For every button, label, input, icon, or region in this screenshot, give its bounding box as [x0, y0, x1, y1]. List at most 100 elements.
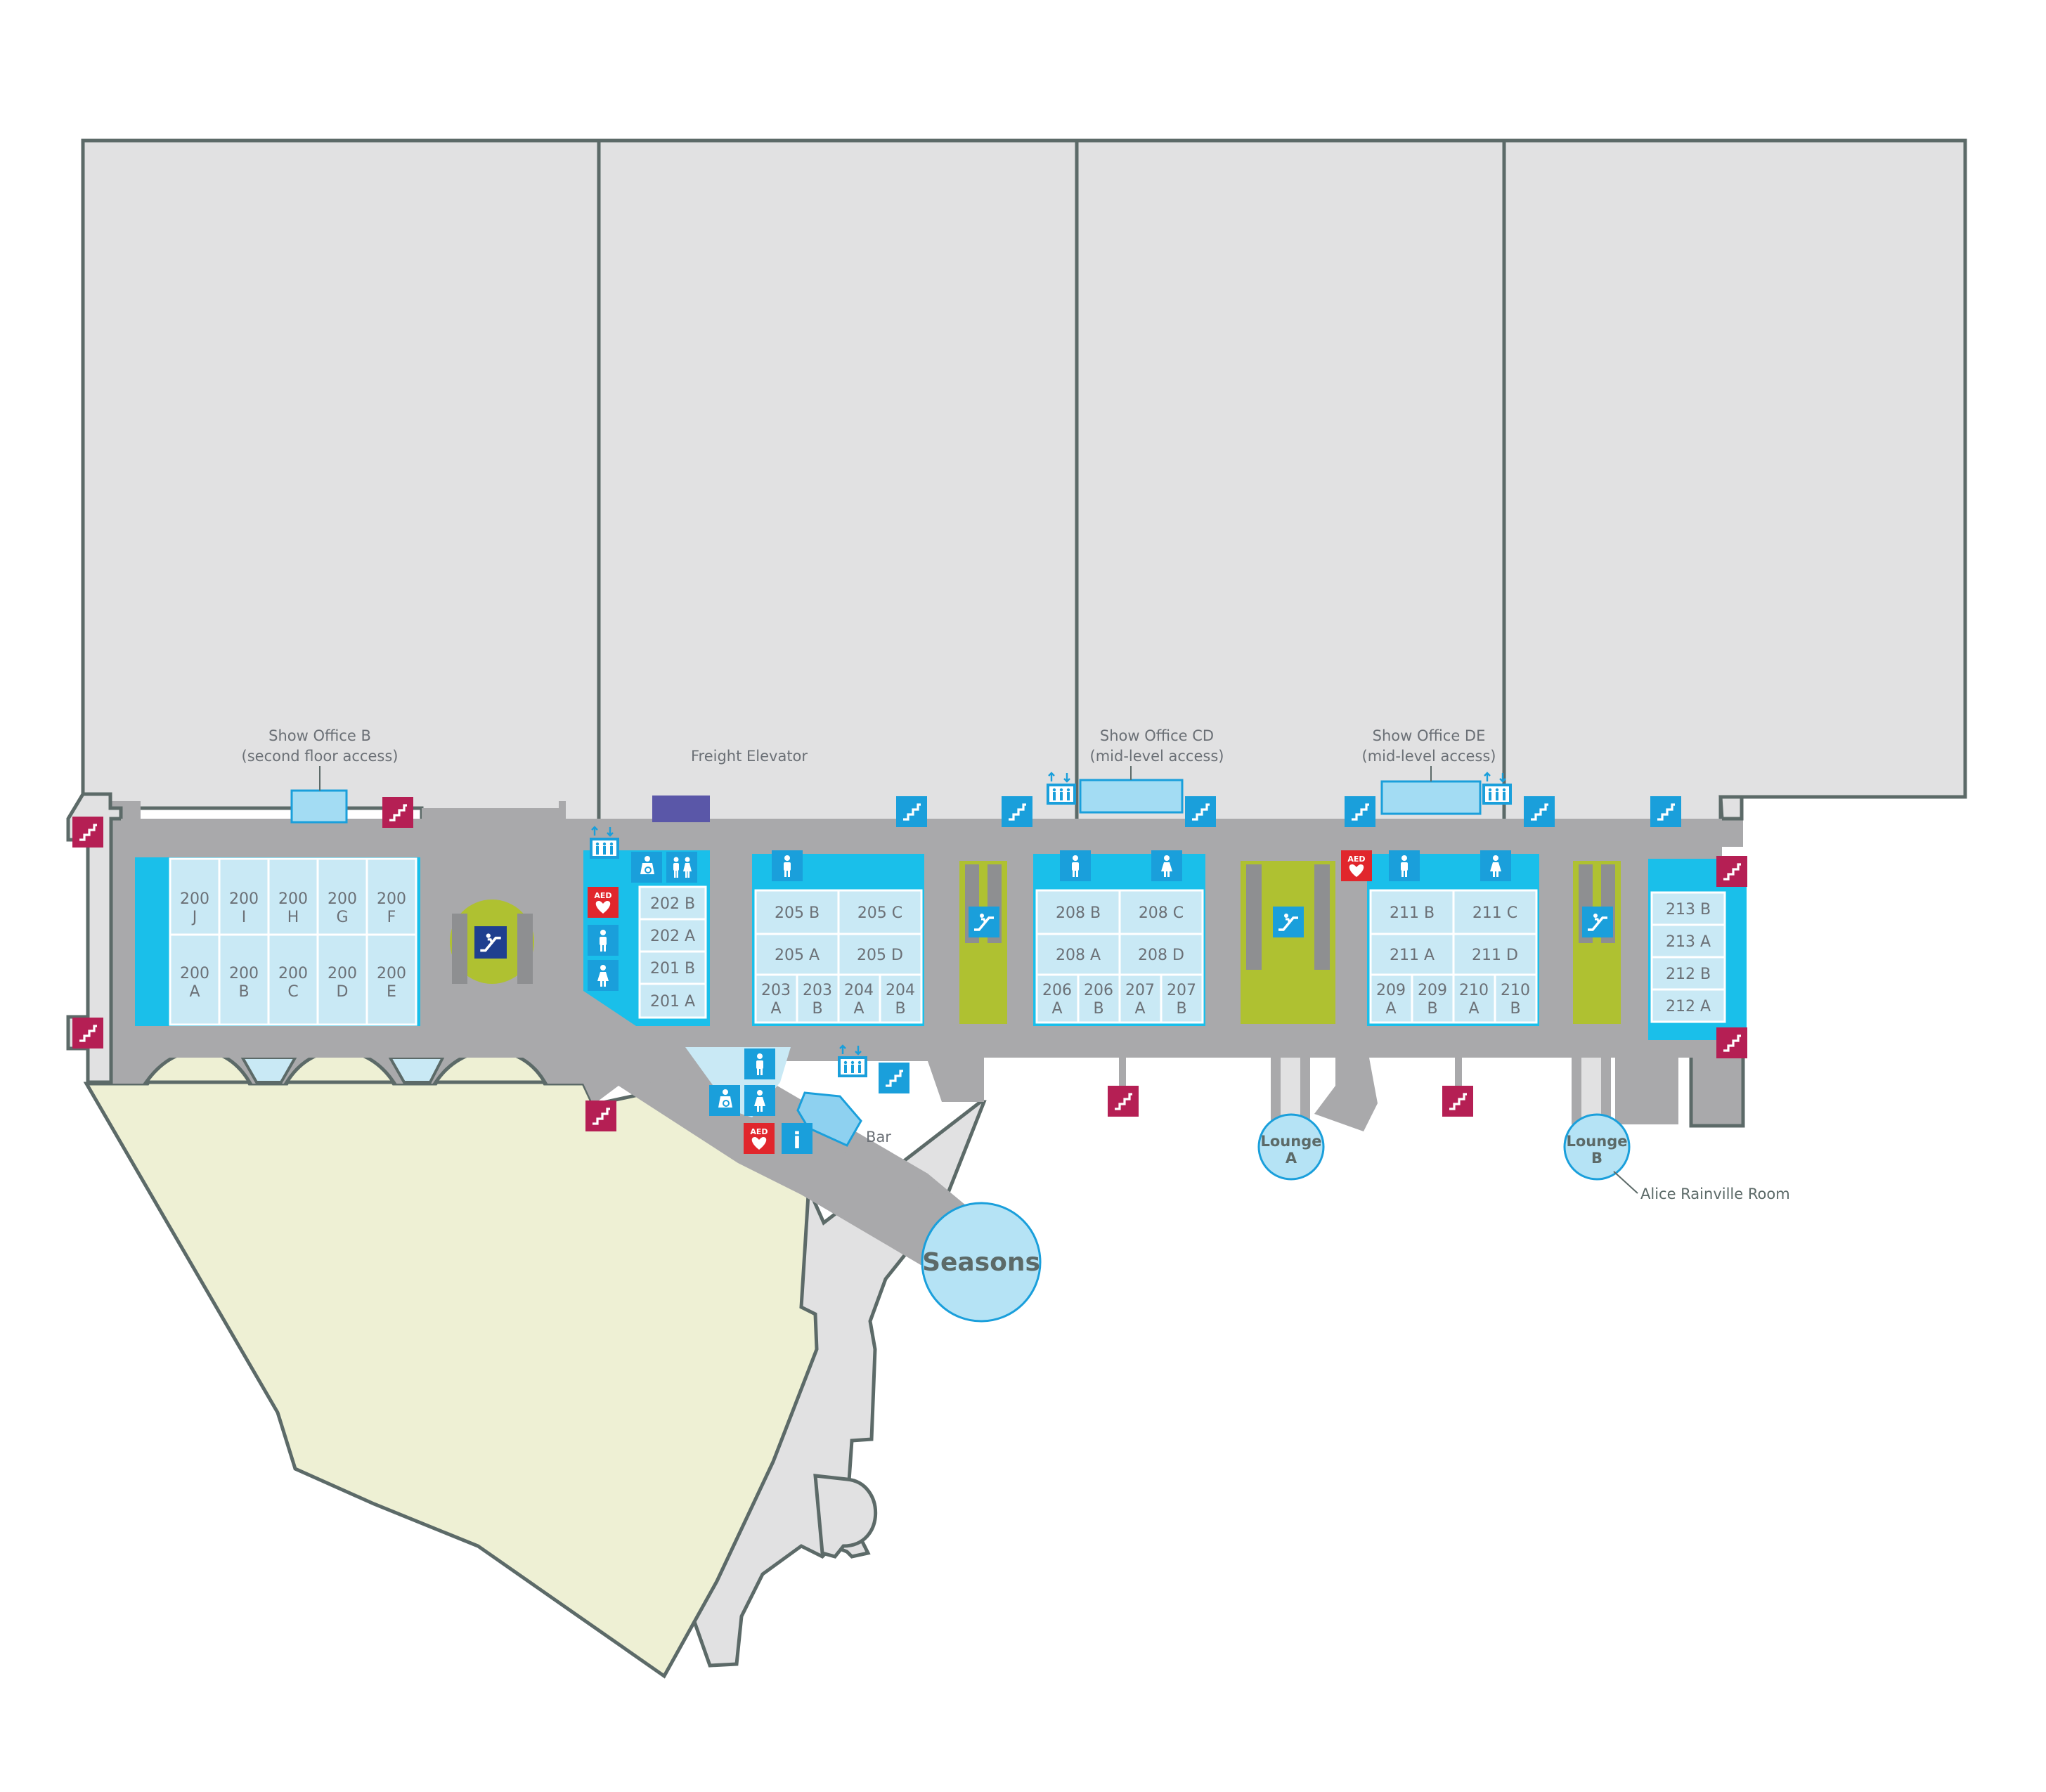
show-office-cd[interactable]	[1079, 779, 1184, 814]
svg-text:202 B: 202 B	[650, 895, 695, 913]
room-212a[interactable]: 212 A	[1650, 988, 1726, 1023]
exhibition-hall-b[interactable]	[597, 138, 1079, 824]
stairs-icon[interactable]	[1345, 796, 1375, 827]
escalator-strip-3[interactable]	[1573, 861, 1621, 1024]
stairs-icon[interactable]	[1442, 1086, 1473, 1117]
room-202a[interactable]: 202 A	[638, 918, 707, 953]
room-201b[interactable]: 201 B	[638, 950, 707, 985]
escalator-strip-2[interactable]	[1241, 861, 1335, 1024]
nursing-room-icon[interactable]	[709, 1085, 740, 1116]
men-restroom-icon[interactable]	[1060, 850, 1091, 881]
show-office-de[interactable]	[1380, 780, 1482, 815]
stairs-icon[interactable]	[1185, 796, 1216, 827]
ballroom-outline-arches	[143, 1048, 548, 1084]
room-205b[interactable]: 205 B	[754, 889, 840, 935]
exhibition-hall-d[interactable]	[1502, 138, 1967, 824]
escalator-strip-1[interactable]	[959, 861, 1007, 1024]
room-213b[interactable]: 213 B	[1650, 891, 1726, 926]
stairs-icon[interactable]	[1716, 1027, 1747, 1058]
men-restroom-icon[interactable]	[744, 1048, 775, 1079]
svg-text:212 B: 212 B	[1666, 966, 1711, 983]
information-icon[interactable]: i	[782, 1123, 812, 1154]
women-restroom-icon[interactable]	[744, 1085, 775, 1116]
ballroom[interactable]	[83, 1049, 819, 1679]
room-208d[interactable]: 208 D	[1118, 933, 1204, 976]
women-restroom-icon[interactable]	[1480, 850, 1511, 881]
men-restroom-icon[interactable]	[1389, 850, 1420, 881]
men-restroom-icon[interactable]	[772, 850, 803, 881]
room-211c[interactable]: 211 C	[1452, 889, 1538, 935]
seasons-bridge	[619, 1079, 942, 1265]
family-restroom-icon[interactable]	[666, 852, 697, 883]
nursing-room-icon[interactable]	[631, 852, 662, 883]
exhibition-hall-c[interactable]	[1075, 138, 1506, 824]
exhibition-hall-a[interactable]	[81, 138, 601, 824]
room-205d[interactable]: 205 D	[837, 933, 923, 976]
stairs-icon[interactable]	[72, 817, 103, 848]
room-211d[interactable]: 211 D	[1452, 933, 1538, 976]
seasons-room[interactable]: Seasons	[921, 1202, 1042, 1323]
aed-icon[interactable]: AED	[588, 887, 619, 918]
bar[interactable]: Bar	[796, 1091, 891, 1147]
room-212b[interactable]: 212 B	[1650, 956, 1726, 991]
stairs-icon[interactable]	[382, 797, 413, 828]
svg-text:202 A: 202 A	[650, 928, 695, 945]
room-202b[interactable]: 202 B	[638, 885, 707, 921]
east-wall	[1718, 795, 1744, 821]
stairs-icon[interactable]	[896, 796, 927, 827]
escalator-west[interactable]	[450, 900, 534, 984]
stairs-icon[interactable]	[1002, 796, 1032, 827]
stairs-icon[interactable]	[1108, 1086, 1139, 1117]
room-208c[interactable]: 208 C	[1118, 889, 1204, 935]
svg-text:201 B: 201 B	[650, 960, 695, 978]
room-208a[interactable]: 208 A	[1035, 933, 1121, 976]
show-office-b[interactable]	[290, 789, 348, 824]
stairs-icon[interactable]	[585, 1100, 616, 1131]
stairs-icon[interactable]	[879, 1063, 909, 1093]
room-211b[interactable]: 211 B	[1369, 889, 1455, 935]
room-208b[interactable]: 208 B	[1035, 889, 1121, 935]
stairs-icon[interactable]	[1524, 796, 1555, 827]
women-restroom-icon[interactable]	[588, 960, 619, 991]
freight-elevator[interactable]	[652, 796, 710, 822]
aed-icon[interactable]: AED	[744, 1123, 775, 1154]
room-205a[interactable]: 205 A	[754, 933, 840, 976]
svg-text:AED: AED	[750, 1127, 768, 1136]
aed-icon[interactable]: AED	[1341, 850, 1372, 881]
women-restroom-icon[interactable]	[1151, 850, 1182, 881]
room-213a[interactable]: 213 A	[1650, 923, 1726, 959]
room-205c[interactable]: 205 C	[837, 889, 923, 935]
room-211a[interactable]: 211 A	[1369, 933, 1455, 976]
men-restroom-icon[interactable]	[588, 925, 619, 956]
stairs-icon[interactable]	[1716, 856, 1747, 887]
stairs-icon[interactable]	[72, 1018, 103, 1048]
room-201a[interactable]: 201 A	[638, 982, 707, 1019]
stairs-icon[interactable]	[1650, 796, 1681, 827]
